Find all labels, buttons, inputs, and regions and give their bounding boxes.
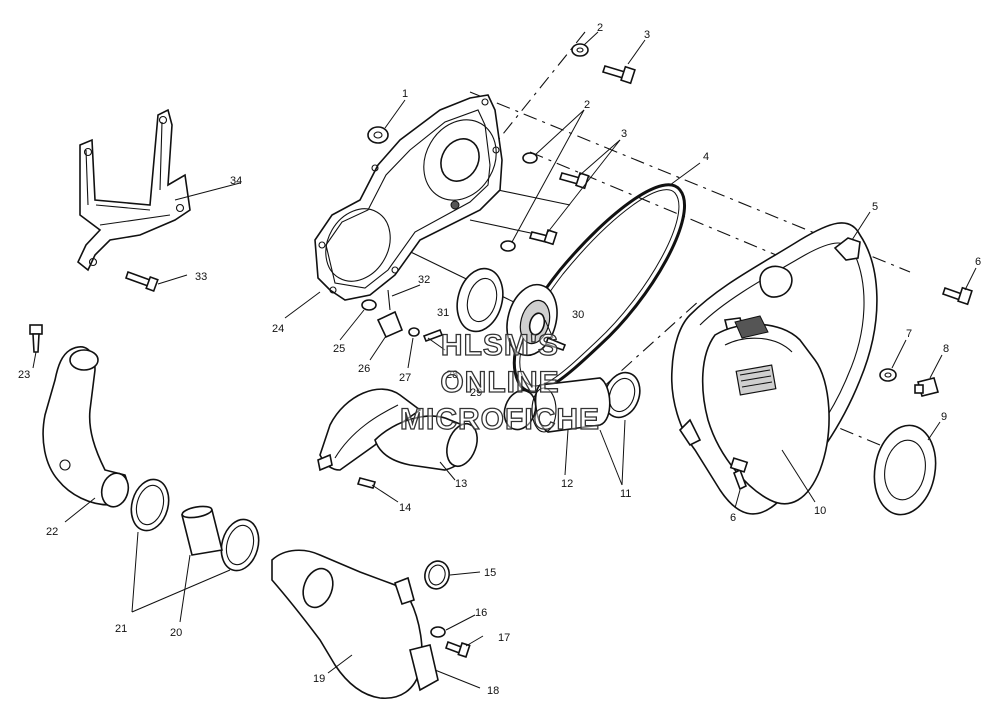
part-9-gasket	[873, 424, 937, 516]
part-18-cover	[409, 644, 439, 692]
part-31-screw	[422, 328, 444, 343]
callout-5: 5	[872, 201, 878, 213]
part-23-screw	[29, 324, 43, 353]
part-34-bracket	[77, 108, 191, 272]
callout-22: 22	[46, 526, 58, 538]
callout-21: 21	[115, 623, 127, 635]
callout-14: 14	[399, 502, 411, 514]
callout-1: 1	[402, 88, 408, 100]
part-29-drive-pulley	[506, 283, 558, 357]
part-26-clip	[376, 310, 404, 339]
callout-17: 17	[498, 632, 510, 644]
callout-20: 20	[170, 627, 182, 639]
part-21-clamps	[130, 478, 260, 572]
part-7-washer	[879, 368, 897, 382]
callout-7: 7	[906, 328, 912, 340]
part-11-clamps	[503, 371, 641, 431]
callout-3: 3	[644, 29, 650, 41]
part-16-washer	[430, 626, 446, 638]
part-1-washer	[367, 126, 389, 144]
callout-26: 26	[358, 363, 370, 375]
callout-23: 23	[18, 369, 30, 381]
callout-33: 33	[195, 271, 207, 283]
leader-lines	[32, 31, 977, 689]
watermark-line-1: HLSM'S	[441, 329, 559, 362]
callout-6: 6	[730, 512, 736, 524]
part-12-duct	[531, 377, 611, 433]
callout-8: 8	[943, 343, 949, 355]
part-20-coupler	[181, 505, 223, 556]
part-27-washer	[408, 327, 420, 337]
part-15-clamp	[424, 560, 450, 590]
callout-11: 11	[620, 488, 631, 500]
watermark-line-3: MICROFICHE	[400, 403, 600, 436]
callout-6: 6	[975, 256, 981, 268]
callout-24: 24	[272, 323, 284, 335]
callout-2: 2	[584, 99, 590, 111]
part-22-duct	[42, 346, 130, 508]
callout-9: 9	[941, 411, 947, 423]
callout-28: 28	[446, 369, 458, 381]
part-19-intake-box	[271, 549, 423, 699]
callout-19: 19	[313, 673, 325, 685]
part-13-air-intake	[317, 388, 478, 472]
callout-18: 18	[487, 685, 499, 697]
callout-10: 10	[814, 505, 826, 517]
part-14-screw	[356, 477, 377, 489]
callout-34: 34	[230, 175, 242, 187]
callout-13: 13	[455, 478, 467, 490]
part-30-bolt	[544, 336, 567, 352]
watermark: HLSM'S ONLINE MICROFICHE	[399, 328, 600, 436]
callout-25: 25	[333, 343, 345, 355]
part-28-seal	[456, 267, 504, 333]
watermark-line-2: ONLINE	[440, 366, 559, 399]
callout-31: 31	[437, 307, 449, 319]
part-32-pin	[387, 289, 391, 311]
callout-3: 3	[621, 128, 627, 140]
part-3-bolts	[528, 65, 636, 246]
part-24-inner-cover	[314, 94, 503, 301]
callout-labels: 1 2 2 3 3 4 5 6 6 7 8 9 10 11 12 13 14 1…	[18, 22, 981, 697]
part-2-washers	[500, 43, 589, 252]
callout-30: 30	[572, 309, 584, 321]
part-25-washer	[361, 299, 377, 311]
callout-32: 32	[418, 274, 430, 286]
part-8-plug	[914, 377, 939, 397]
callout-29: 29	[470, 387, 482, 399]
callout-27: 27	[399, 372, 411, 384]
callout-16: 16	[475, 607, 487, 619]
callout-4: 4	[703, 151, 709, 163]
part-17-screw	[444, 640, 471, 658]
callout-12: 12	[561, 478, 573, 490]
callout-2: 2	[597, 22, 603, 34]
callout-15: 15	[484, 567, 496, 579]
part-33-screw	[124, 270, 159, 293]
part-6-screw	[729, 286, 973, 491]
